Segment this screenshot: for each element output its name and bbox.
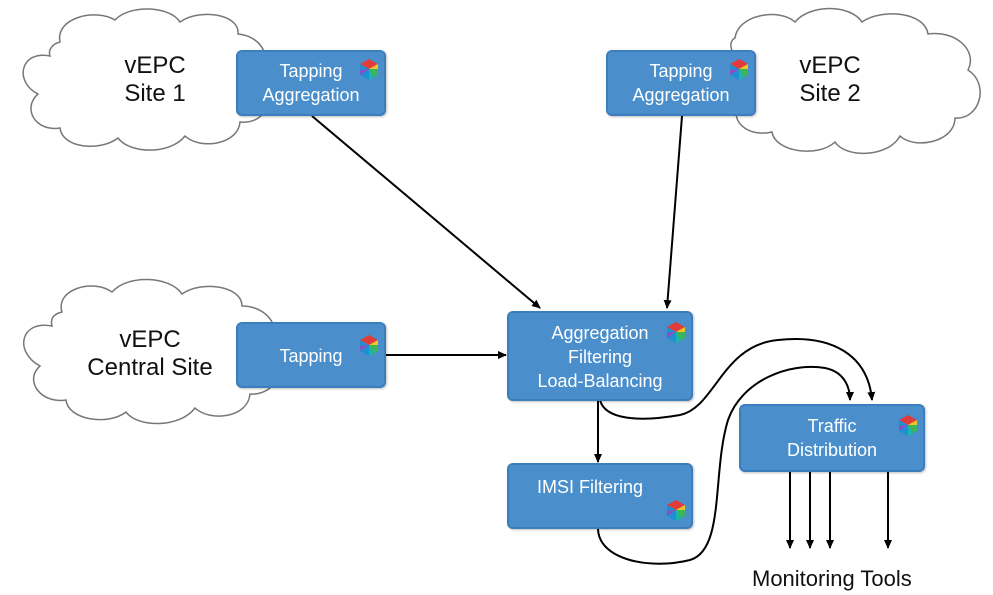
node-tapping-aggregation-2[interactable]: Tapping Aggregation <box>606 50 756 116</box>
hexagon-cube-logo-icon <box>728 58 750 82</box>
node-tapagg2-line2: Aggregation <box>632 85 730 105</box>
cloud-site2-label: vEPC Site 2 <box>770 52 890 108</box>
node-tapagg1-line1: Tapping <box>279 61 343 81</box>
node-tapping[interactable]: Tapping <box>236 322 386 388</box>
monitoring-tools-label: Monitoring Tools <box>752 566 912 591</box>
edge-imsi-traffic <box>597 365 854 565</box>
node-tapagg2-line1: Tapping <box>649 61 713 81</box>
cloud-site1-label: vEPC Site 1 <box>95 52 215 108</box>
node-traffic-distribution[interactable]: Traffic Distribution <box>739 404 925 472</box>
hexagon-cube-logo-icon <box>897 414 919 438</box>
node-traffic-line1: Traffic <box>807 416 857 436</box>
hexagon-cube-logo-icon <box>665 321 687 345</box>
edge-core-traffic <box>599 338 876 420</box>
hexagon-cube-logo-icon <box>358 58 380 82</box>
cloud-site2-line2: Site 2 <box>799 80 861 107</box>
cloud-site1 <box>22 8 270 151</box>
cloud-site1-line2: Site 1 <box>124 80 186 107</box>
node-tapping-aggregation-1[interactable]: Tapping Aggregation <box>236 50 386 116</box>
cloud-central-line2: Central Site <box>87 354 213 381</box>
node-tapping-line1: Tapping <box>279 346 343 366</box>
cloud-central <box>23 278 280 425</box>
node-aggregation-filtering-loadbalancing[interactable]: Aggregation Filtering Load-Balancing <box>507 311 693 401</box>
node-core-line1: Aggregation <box>551 323 649 343</box>
node-imsi-line1: IMSI Filtering <box>537 477 644 497</box>
cloud-site1-line1: vEPC <box>124 52 186 79</box>
cloud-central-label: vEPC Central Site <box>70 326 230 382</box>
cloud-central-line1: vEPC <box>119 326 181 353</box>
node-traffic-line2: Distribution <box>786 440 878 460</box>
node-tapagg1-line2: Aggregation <box>262 85 360 105</box>
node-core-line2: Filtering <box>567 347 633 367</box>
node-core-line3: Load-Balancing <box>537 371 663 391</box>
hexagon-cube-logo-icon <box>358 334 380 358</box>
edge-tapagg1-core <box>311 115 541 309</box>
hexagon-cube-logo-icon <box>665 499 687 523</box>
edge-tapagg2-core <box>663 115 683 309</box>
cloud-site2-line1: vEPC <box>799 52 861 79</box>
node-imsi-filtering[interactable]: IMSI Filtering <box>507 463 693 529</box>
